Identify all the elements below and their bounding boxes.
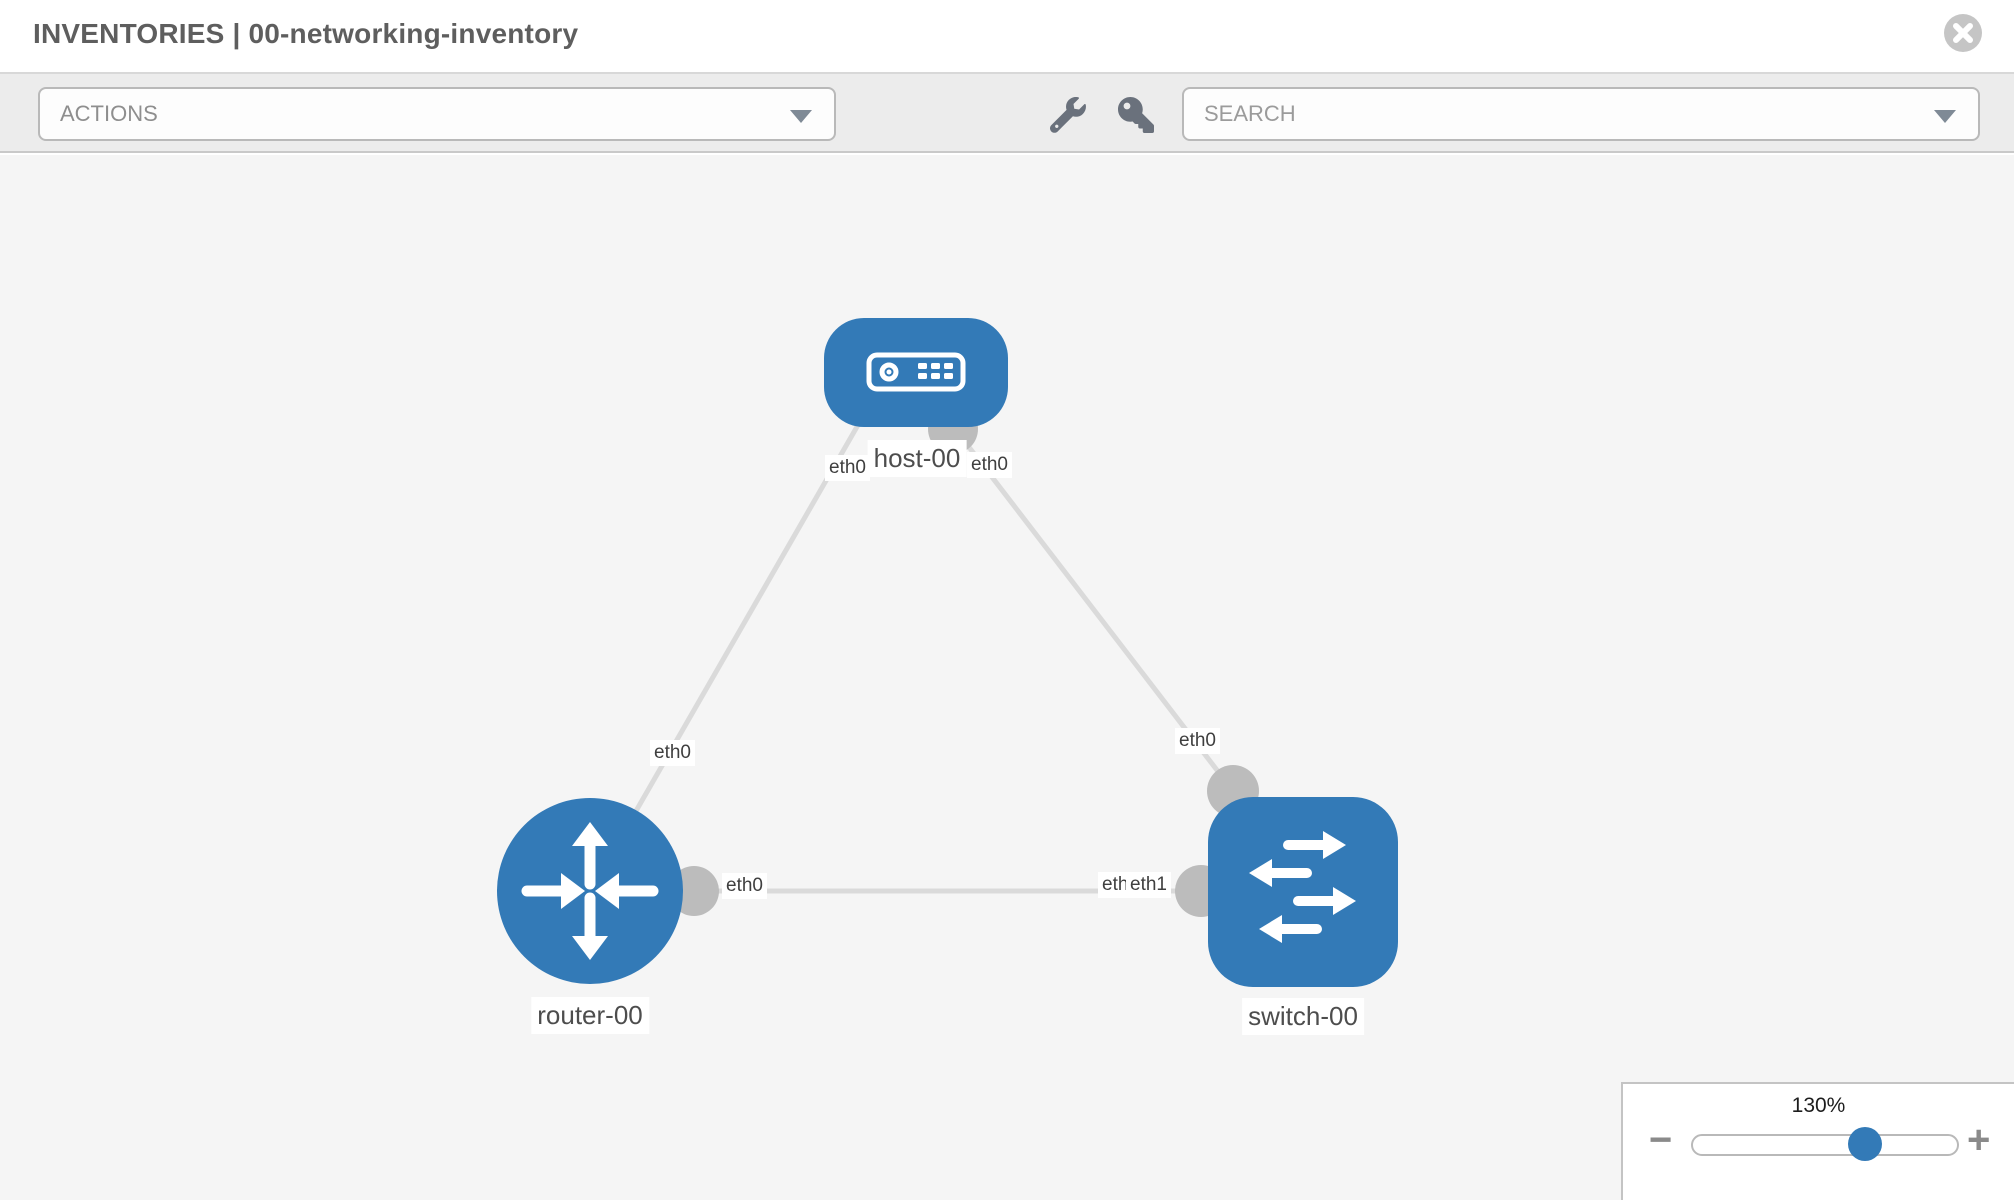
zoom-slider-thumb[interactable] — [1848, 1127, 1882, 1161]
chevron-down-icon — [1934, 110, 1956, 123]
actions-dropdown[interactable]: ACTIONS — [38, 87, 836, 141]
interface-label: eth0 — [967, 452, 1012, 478]
topology-graph — [497, 318, 1398, 987]
interface-label: eth0 — [650, 740, 695, 766]
chevron-down-icon — [790, 110, 812, 123]
node-router-00[interactable] — [497, 798, 683, 984]
key-icon[interactable] — [1118, 97, 1154, 138]
zoom-in-button[interactable]: + — [1967, 1118, 1991, 1162]
search-placeholder: SEARCH — [1204, 101, 1296, 126]
zoom-value: 130% — [1791, 1094, 1846, 1117]
interface-label: eth0 — [1175, 728, 1220, 754]
interface-label: eth1 — [1126, 872, 1171, 898]
topology-canvas[interactable]: eth0 eth0 eth0 eth0 eth0 eth0 eth1 host-… — [0, 155, 2014, 1200]
node-label-router: router-00 — [531, 997, 649, 1034]
zoom-slider[interactable] — [1691, 1127, 1959, 1161]
node-label-switch: switch-00 — [1242, 998, 1364, 1035]
zoom-panel: 130% − + — [1621, 1082, 2014, 1200]
toolbar: ACTIONS SEARCH — [0, 72, 2014, 153]
router-icon-arrowheads — [561, 822, 619, 960]
host-icon — [866, 352, 966, 392]
wrench-icon[interactable] — [1049, 96, 1086, 138]
title-bar: INVENTORIES | 00-networking-inventory — [0, 0, 2014, 72]
interface-label: eth0 — [825, 455, 870, 481]
search-dropdown[interactable]: SEARCH — [1182, 87, 1980, 141]
zoom-out-button[interactable]: − — [1649, 1118, 1673, 1162]
actions-dropdown-label: ACTIONS — [60, 101, 158, 126]
page-title: INVENTORIES | 00-networking-inventory — [33, 18, 579, 49]
node-host-00[interactable] — [824, 318, 1008, 427]
close-button[interactable] — [1944, 14, 1982, 52]
node-switch-00[interactable] — [1208, 797, 1398, 987]
interface-label: eth0 — [722, 873, 767, 899]
node-label-host: host-00 — [867, 440, 967, 477]
router-icon — [521, 840, 659, 944]
switch-icon-arrowheads — [1249, 831, 1356, 943]
switch-icon — [1264, 840, 1341, 934]
